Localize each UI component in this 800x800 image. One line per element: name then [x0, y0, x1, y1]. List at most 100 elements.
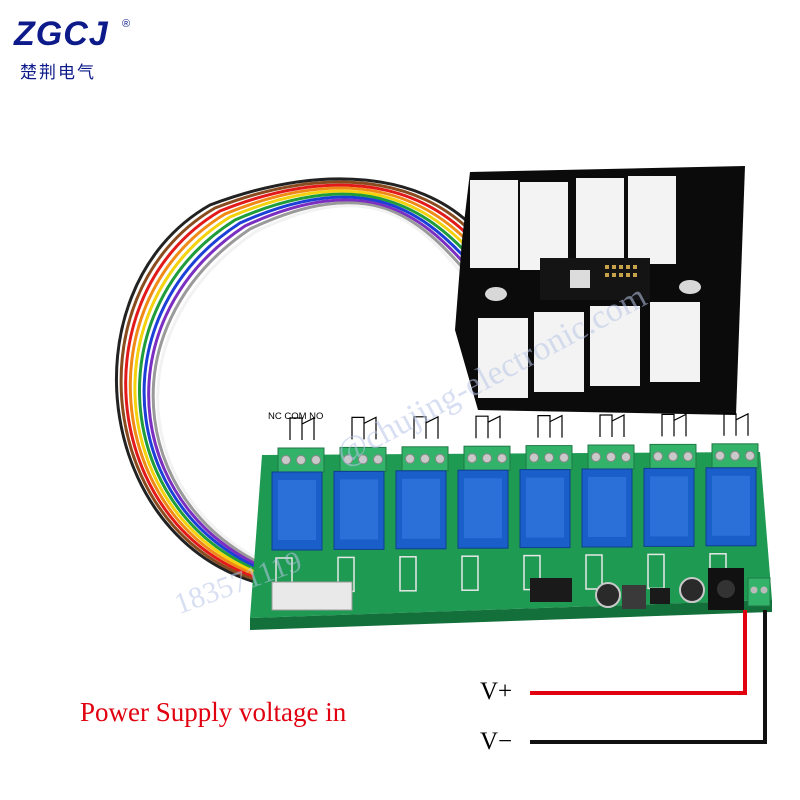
terminal-screw: [653, 451, 663, 462]
header-pin: [619, 273, 623, 277]
ribbon-wire: [114, 177, 470, 590]
relay-contact-line: [351, 416, 365, 440]
positive-wire: [530, 610, 747, 695]
relay-label-area: [526, 477, 564, 538]
ribbon-wire: [133, 189, 470, 582]
brand-subtitle: 楚荆电气: [20, 63, 96, 83]
relay-contact-line: [549, 414, 563, 438]
terminal-screw: [467, 453, 477, 464]
ribbon-wire: [124, 183, 470, 586]
terminal-screw: [296, 455, 306, 465]
header-pin: [626, 273, 630, 277]
silkscreen-pad: [461, 555, 479, 591]
relay-contact-line: [425, 415, 439, 439]
ribbon-cable: [114, 177, 470, 590]
relay-module: [271, 417, 325, 593]
terminal-screw: [668, 451, 678, 462]
header-pin: [633, 265, 637, 269]
terminal-screw: [482, 453, 492, 464]
relay-contact-line: [611, 414, 625, 437]
touch-key: [590, 306, 640, 386]
terminal-screw: [529, 452, 539, 463]
relay-contact-line: [289, 417, 303, 440]
power-supply-caption: Power Supply voltage in: [80, 697, 347, 727]
relay-contact-line: [537, 415, 551, 438]
relay-contact-line: [487, 415, 501, 439]
terminal-screw: [621, 452, 631, 462]
ribbon-connector: [271, 581, 353, 611]
terminal-screw: [281, 455, 291, 465]
relay-module: [705, 412, 759, 589]
relay-module: [581, 414, 635, 590]
header-pin: [612, 265, 616, 269]
touch-key: [520, 182, 568, 270]
relay-label-area: [402, 478, 440, 539]
capacitor: [595, 582, 621, 608]
terminal-screw: [343, 454, 353, 465]
touch-key: [478, 318, 528, 398]
touch-key: [576, 178, 624, 266]
terminal-screw: [311, 455, 321, 465]
positive-voltage-label: V+: [480, 678, 513, 705]
ribbon-wire: [156, 204, 470, 572]
negative-wire: [530, 610, 767, 744]
keypad-connector: [605, 265, 637, 277]
relay-contact-line: [301, 417, 315, 440]
header-pin: [605, 273, 609, 277]
relay-contact-line: [661, 413, 675, 437]
terminal-screw: [435, 453, 445, 464]
ribbon-wire: [142, 195, 470, 578]
brand-logo-text: ZGCJ: [14, 15, 109, 53]
ic-chip: [530, 578, 572, 602]
relay-module: [519, 414, 573, 591]
terminal-screw: [715, 450, 725, 461]
relay-contact-line: [413, 416, 427, 439]
ribbon-wire: [151, 201, 470, 574]
touch-key: [470, 180, 518, 268]
terminal-screw: [405, 453, 415, 464]
relay-label-area: [588, 477, 626, 537]
terminal-screw: [591, 452, 601, 462]
terminal-screw: [420, 453, 430, 464]
header-pin: [605, 265, 609, 269]
relay-module: [395, 415, 449, 592]
inductor: [622, 585, 646, 609]
relay-label-area: [340, 479, 378, 540]
ribbon-wire: [128, 186, 470, 584]
relay-pcb: [250, 412, 772, 630]
relay-contact-line: [363, 416, 377, 440]
terminal-screw: [373, 454, 383, 465]
touch-key: [650, 302, 700, 382]
regulator-chip: [650, 588, 670, 604]
terminal-screw: [606, 452, 616, 462]
relay-pin-label: NC COM NO: [268, 411, 324, 422]
relay-contact-line: [475, 415, 489, 439]
terminal-screw: [544, 452, 554, 463]
terminal-screw: [358, 454, 368, 465]
touch-key: [534, 312, 584, 392]
ribbon-wire: [138, 192, 470, 580]
negative-voltage-label: V−: [480, 728, 513, 755]
touch-keypad: [455, 166, 745, 415]
power-terminal: [747, 577, 771, 607]
relay-label-area: [464, 478, 502, 539]
header-pin: [626, 265, 630, 269]
terminal-screw: [497, 453, 507, 464]
terminal-screw: [730, 450, 740, 461]
relay-label-area: [278, 480, 316, 540]
relay-contact-line: [735, 412, 749, 436]
relay-contact-line: [599, 414, 613, 437]
header-pin: [612, 273, 616, 277]
silkscreen-pad: [399, 556, 417, 592]
relay-row: [271, 412, 759, 593]
relay-contact-line: [673, 413, 687, 437]
capacitor: [679, 577, 705, 603]
ribbon-wire: [119, 180, 470, 588]
terminal-screw: [745, 450, 755, 461]
relay-label-area: [712, 475, 750, 536]
header-pin: [633, 273, 637, 277]
terminal-screw: [683, 451, 693, 462]
terminal-screw: [559, 452, 569, 463]
